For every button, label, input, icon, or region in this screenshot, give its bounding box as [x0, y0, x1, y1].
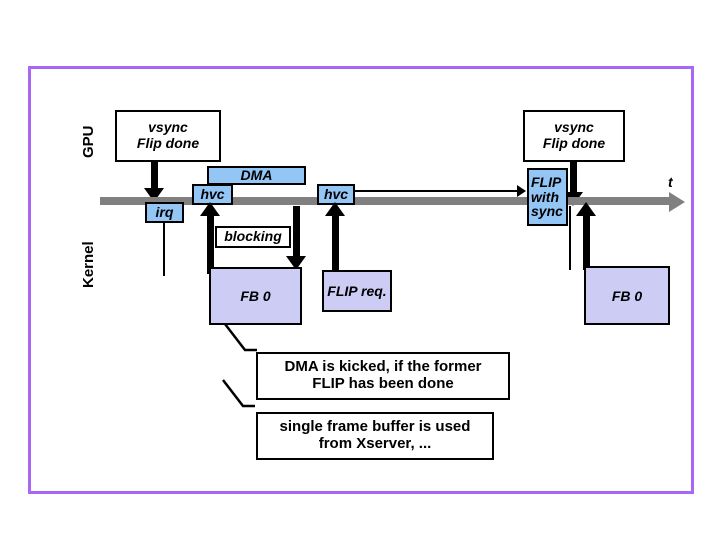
- kernel-box-flip-req: FLIP req.: [322, 270, 392, 312]
- lane-label-kernel: Kernel: [80, 241, 97, 288]
- callout-leader-lines: [222, 323, 257, 408]
- arrow-fb0right-to-timeline-head: [576, 202, 596, 216]
- arrow-flipreq-to-hvc2-head: [325, 202, 345, 216]
- flip-with-sync-line2: with: [531, 188, 559, 205]
- arrow-fb0-to-hvc1-head: [200, 202, 220, 216]
- vsync-right-line1: vsync: [554, 119, 594, 136]
- callout-box-single-framebuffer: single frame buffer is used from Xserver…: [256, 412, 494, 460]
- flip-with-sync-line3: sync: [531, 203, 563, 220]
- arrow-hvc2-to-flip-head: [517, 185, 526, 197]
- callout-box-dma-kicked: DMA is kicked, if the former FLIP has be…: [256, 352, 510, 400]
- lane-label-gpu: GPU: [80, 125, 97, 158]
- time-axis-label: t: [668, 174, 673, 190]
- time-axis-bar: [100, 197, 670, 205]
- callout-fb-line1: single frame buffer is used: [279, 418, 471, 436]
- arrow-dma-to-fb0-shaft: [293, 206, 300, 258]
- timeline-box-irq: irq: [145, 202, 184, 223]
- timeline-box-hvc-2: hvc: [317, 184, 355, 205]
- time-axis-arrowhead: [669, 192, 685, 212]
- vsync-left-line1: vsync: [148, 119, 188, 136]
- timeline-box-dma: DMA: [207, 166, 306, 185]
- vsync-right-line2: Flip done: [542, 135, 606, 151]
- callout-dma-line1: DMA is kicked, if the former: [284, 358, 482, 376]
- timeline-box-flip-with-sync: FLIP with sync: [527, 168, 568, 226]
- kernel-box-blocking: blocking: [215, 226, 291, 248]
- vsync-flip-done-box-right: vsync Flip done: [523, 110, 625, 162]
- flip-with-sync-line1: FLIP: [531, 173, 562, 190]
- callout-fb-line2: from Xserver, ...: [318, 435, 432, 452]
- arrow-dma-to-fb0-head: [286, 256, 306, 270]
- arrow-fb0right-to-timeline-shaft: [583, 214, 590, 270]
- vsync-flip-done-box-left: vsync Flip done: [115, 110, 221, 162]
- arrow-hvc2-to-flip-shaft: [354, 190, 518, 192]
- kernel-line-vsync-right: [569, 206, 571, 270]
- vsync-left-line2: Flip done: [136, 135, 200, 151]
- timeline-box-hvc-1: hvc: [192, 184, 233, 205]
- arrow-fb0-to-hvc1-shaft: [207, 214, 214, 274]
- arrow-vsync-to-irq-shaft: [151, 162, 158, 190]
- kernel-line-irq: [163, 222, 165, 276]
- arrow-flipreq-to-hvc2-shaft: [332, 214, 339, 274]
- arrow-vsync-right-to-timeline-shaft: [570, 162, 577, 194]
- callout-dma-line2: FLIP has been done: [312, 375, 454, 392]
- slide-border-frame: [28, 66, 694, 494]
- kernel-box-fb0-right: FB 0: [584, 266, 670, 325]
- kernel-box-fb0-left: FB 0: [209, 267, 302, 325]
